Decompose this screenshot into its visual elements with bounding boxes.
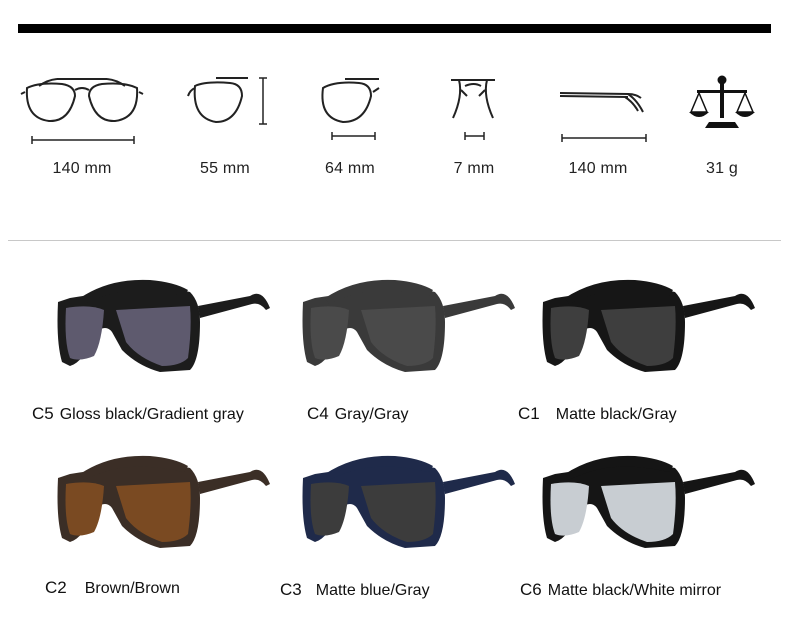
- variant-c2[interactable]: [40, 438, 290, 608]
- bridge-width-icon: [451, 79, 495, 140]
- spec-value: 64 mm: [325, 160, 375, 177]
- variant-label: C2 Brown/Brown: [45, 578, 180, 598]
- variant-name: Gray/Gray: [334, 406, 409, 423]
- sunglasses-image: [302, 455, 515, 548]
- variant-code: C1: [518, 404, 540, 423]
- lens-height-icon: [187, 77, 267, 125]
- variant-c3[interactable]: [285, 438, 535, 608]
- lens-width-icon: [321, 78, 380, 140]
- spec-lens-width: 64 mm: [285, 66, 415, 196]
- sunglasses-image: [302, 279, 515, 372]
- sunglasses-image: [57, 279, 270, 372]
- temple-length-icon: [559, 92, 647, 142]
- spec-value: 140 mm: [52, 160, 112, 177]
- variant-c4[interactable]: [285, 262, 535, 432]
- spec-bridge-width: 7 mm: [409, 66, 539, 196]
- variant-label: C6 Matte black/White mirror: [520, 580, 721, 600]
- variant-c5[interactable]: [40, 262, 290, 432]
- variant-name: Brown/Brown: [84, 580, 180, 597]
- spec-value: 140 mm: [568, 160, 628, 177]
- variant-name: Matte black/White mirror: [547, 582, 722, 599]
- section-divider: [8, 240, 781, 241]
- variant-label: C4 Gray/Gray: [307, 404, 409, 424]
- variant-name: Matte blue/Gray: [315, 582, 430, 599]
- spec-temple-length: 140 mm: [533, 66, 663, 196]
- sunglasses-image: [542, 455, 755, 548]
- variant-code: C2: [45, 578, 67, 597]
- variant-label: C5 Gloss black/Gradient gray: [32, 404, 244, 424]
- spec-weight: 31 g: [657, 66, 787, 196]
- spec-value: 31 g: [706, 160, 738, 177]
- variant-name: Matte black/Gray: [555, 406, 677, 423]
- variant-code: C6: [520, 580, 542, 599]
- variant-code: C3: [280, 580, 302, 599]
- spec-value: 7 mm: [453, 160, 495, 177]
- variant-c6[interactable]: [525, 438, 775, 608]
- variant-code: C5: [32, 404, 54, 423]
- spec-value: 55 mm: [200, 160, 250, 177]
- variant-name: Gloss black/Gradient gray: [59, 406, 244, 423]
- top-divider-bar: [18, 24, 771, 33]
- variant-label: C3 Matte blue/Gray: [280, 580, 430, 600]
- spec-frame-width: 140 mm: [17, 66, 147, 196]
- variant-code: C4: [307, 404, 329, 423]
- variant-label: C1 Matte black/Gray: [518, 404, 677, 424]
- weight-scale-icon: [689, 75, 755, 128]
- spec-lens-height: 55 mm: [160, 66, 290, 196]
- frame-width-icon: [20, 78, 144, 144]
- sunglasses-image: [542, 279, 755, 372]
- sunglasses-image: [57, 455, 270, 548]
- variant-c1[interactable]: [525, 262, 775, 432]
